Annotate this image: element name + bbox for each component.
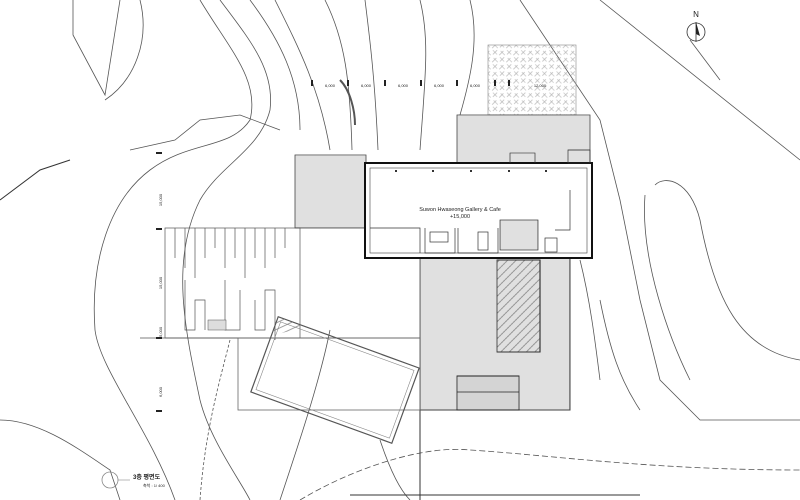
- dimension-label: 15,000: [158, 276, 163, 289]
- north-arrow-icon: N: [686, 10, 706, 42]
- north-label: N: [693, 10, 699, 19]
- terrace-bench: [207, 319, 227, 331]
- west-deck: [294, 154, 367, 229]
- rotated-volume: [237, 315, 421, 445]
- interior-partitions: [370, 149, 591, 254]
- stairs: [456, 375, 520, 411]
- dimension-label: 6,000: [398, 83, 409, 88]
- dimension-ticks: [311, 80, 510, 86]
- gallery-cafe-building: Suwon Hwaseong Gallery & Cafe +15,000: [364, 149, 593, 259]
- dimension-label: 6,000: [434, 83, 445, 88]
- level-label: +15,000: [450, 214, 470, 220]
- top-dimension-line: 6,000 6,000 6,000 6,000 6,000 12,000: [311, 80, 547, 88]
- structural-columns: [395, 170, 547, 172]
- dimension-ticks: [156, 152, 162, 412]
- left-dimension-line: 15,000 15,000 15,000 6,000: [156, 152, 163, 412]
- building-label: Suwon Hwaseong Gallery & Cafe: [419, 207, 501, 213]
- drawing-scale: 축척 : 1/ 400: [143, 482, 166, 488]
- upper-deck: [456, 114, 591, 166]
- dimension-label: 6,000: [361, 83, 372, 88]
- dimension-label: 15,000: [158, 326, 163, 339]
- dimension-label: 6,000: [158, 386, 163, 397]
- herringbone-paving: [487, 44, 577, 116]
- dimension-label: 6,000: [325, 83, 336, 88]
- dimension-label: 15,000: [158, 193, 163, 206]
- drawing-title: 3층 평면도: [133, 473, 161, 481]
- inner-void: [496, 259, 541, 353]
- title-marker-icon: [101, 471, 119, 489]
- dimension-label: 6,000: [470, 83, 481, 88]
- drawing-title-block: 3층 평면도 축척 : 1/ 400: [101, 471, 166, 489]
- dimension-label: 12,000: [534, 83, 547, 88]
